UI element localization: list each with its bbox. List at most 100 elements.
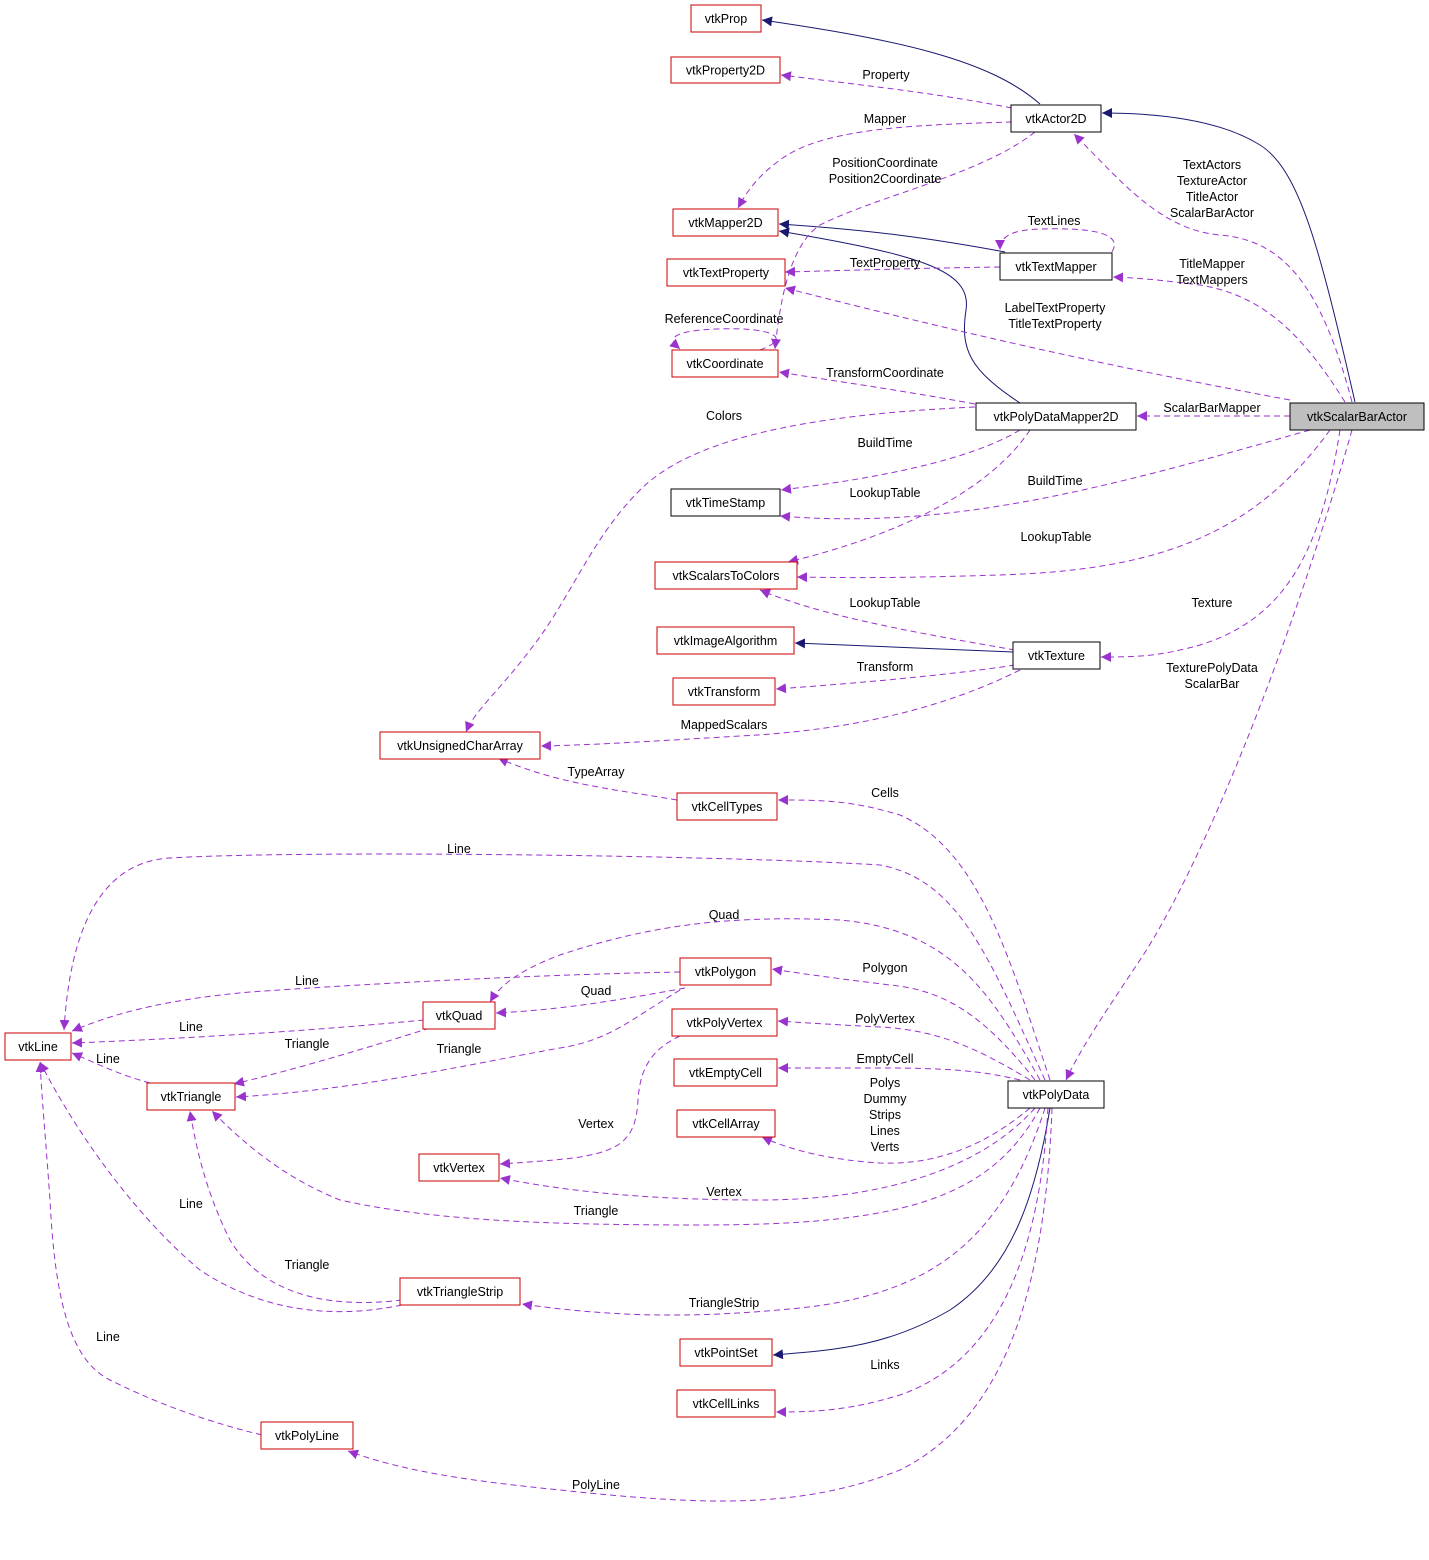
edge-label-line: Vertex	[578, 1117, 614, 1131]
node-label: vtkPolyDataMapper2D	[993, 410, 1118, 424]
edges-layer	[35, 16, 1356, 1502]
node-label: vtkPolyData	[1023, 1088, 1090, 1102]
node-label: vtkVertex	[433, 1161, 485, 1175]
edge-texture-transform	[775, 664, 1016, 694]
node-box	[422, 1001, 496, 1030]
node-vtk-poly-vertex[interactable]: vtkPolyVertex	[671, 1008, 778, 1037]
node-label: vtkScalarBarActor	[1307, 410, 1407, 424]
node-label: vtkImageAlgorithm	[674, 634, 778, 648]
edge-polydata-cells	[777, 795, 1051, 1081]
nodes-layer: vtkProp vtkProperty2D vtkActor2D vtkMapper2…	[4, 4, 1425, 1450]
edge-label-line: TypeArray	[568, 765, 626, 779]
edge-label-line: Mapper	[864, 112, 906, 126]
node-box	[670, 56, 781, 84]
edge-label-line: ReferenceCoordinate	[665, 312, 784, 326]
node-label: vtkUnsignedCharArray	[397, 739, 523, 753]
node-label: vtkQuad	[436, 1009, 483, 1023]
edge-polydata-vertex	[499, 1107, 1036, 1201]
edge-label-line: Triangle	[437, 1042, 482, 1056]
edge-label-line: Vertex	[706, 1185, 742, 1199]
node-vtk-image-algorithm[interactable]: vtkImageAlgorithm	[656, 626, 795, 655]
node-vtk-polygon[interactable]: vtkPolygon	[679, 957, 772, 986]
edge-label-build-time-1: BuildTime	[857, 436, 912, 450]
node-vtk-scalar-bar-actor: vtkScalarBarActor	[1289, 402, 1425, 431]
node-vtk-poly-line[interactable]: vtkPolyLine	[260, 1421, 354, 1450]
edge-label-line: Strips	[869, 1108, 901, 1122]
node-label: vtkProp	[705, 12, 747, 26]
node-vtk-triangle-strip[interactable]: vtkTriangleStrip	[399, 1277, 521, 1306]
edge-label-line: Quad	[581, 984, 612, 998]
edge-label-line: Verts	[871, 1140, 900, 1154]
node-vtk-coordinate[interactable]: vtkCoordinate	[671, 349, 779, 378]
edge-label-mapped-scalars: MappedScalars	[681, 718, 768, 732]
edge-label-line: Triangle	[574, 1204, 619, 1218]
edge-label-line-polyline: Line	[96, 1330, 120, 1344]
edge-texture-inherits-imagealgorithm	[794, 638, 1014, 653]
node-vtk-point-set[interactable]: vtkPointSet	[679, 1338, 773, 1367]
edge-texture-lookuptable	[759, 589, 1016, 651]
node-label: vtkTransform	[688, 685, 760, 699]
node-vtk-empty-cell[interactable]: vtkEmptyCell	[673, 1058, 778, 1087]
node-vtk-cell-types[interactable]: vtkCellTypes	[676, 792, 778, 821]
edge-label-line: Line	[447, 842, 471, 856]
edge-label-line: Line	[96, 1330, 120, 1344]
node-vtk-property2-d[interactable]: vtkProperty2D	[670, 56, 781, 84]
edge-polydata-polyvertex	[777, 1016, 1031, 1081]
node-vtk-vertex[interactable]: vtkVertex	[418, 1153, 500, 1182]
edge-polydata-line-top	[59, 853, 1046, 1081]
node-label: vtkProperty2D	[686, 64, 765, 78]
node-vtk-quad[interactable]: vtkQuad	[422, 1001, 496, 1030]
node-vtk-line[interactable]: vtkLine	[4, 1032, 72, 1061]
node-box	[260, 1421, 354, 1450]
node-vtk-triangle[interactable]: vtkTriangle	[146, 1082, 236, 1111]
node-vtk-mapper2-d[interactable]: vtkMapper2D	[672, 208, 779, 237]
node-vtk-actor2-d[interactable]: vtkActor2D	[1010, 104, 1102, 133]
edge-label-line: Quad	[709, 908, 740, 922]
node-box	[975, 402, 1137, 431]
edge-textmapper-textproperty	[784, 266, 1001, 277]
edge-label-line-triangle: Line	[96, 1052, 120, 1066]
node-vtk-scalars-to-colors[interactable]: vtkScalarsToColors	[654, 561, 798, 590]
node-vtk-time-stamp[interactable]: vtkTimeStamp	[670, 488, 781, 517]
edge-label-polygon: Polygon	[862, 961, 907, 975]
node-label: vtkPointSet	[694, 1346, 758, 1360]
node-vtk-cell-links[interactable]: vtkCellLinks	[676, 1389, 776, 1418]
edge-label-line: Position2Coordinate	[829, 172, 942, 186]
node-vtk-poly-data-mapper2-d[interactable]: vtkPolyDataMapper2D	[975, 402, 1137, 431]
node-label: vtkTextMapper	[1015, 260, 1096, 274]
node-box	[676, 792, 778, 821]
edge-label-triangle-polydata: Triangle	[574, 1204, 619, 1218]
edge-label-line: Cells	[871, 786, 899, 800]
edge-label-line: TextLines	[1028, 214, 1081, 228]
node-box	[999, 252, 1113, 281]
node-vtk-poly-data[interactable]: vtkPolyData	[1007, 1080, 1105, 1109]
edge-actor2d-mapper	[737, 121, 1013, 209]
edge-polydatamapper2d-lookuptable	[787, 429, 1031, 565]
node-vtk-texture[interactable]: vtkTexture	[1012, 641, 1101, 670]
edge-label-line: Line	[179, 1020, 203, 1034]
node-box	[666, 258, 786, 287]
edge-polydatamapper2d-inherits-mapper2d	[778, 227, 1021, 404]
edge-label-line: Triangle	[285, 1258, 330, 1272]
node-vtk-transform[interactable]: vtkTransform	[672, 677, 776, 706]
node-vtk-prop[interactable]: vtkProp	[690, 4, 762, 33]
edge-label-triangle-quad: Triangle	[285, 1037, 330, 1051]
edge-label-texture: Texture	[1192, 596, 1233, 610]
node-box	[679, 1338, 773, 1367]
node-label: vtkScalarsToColors	[673, 569, 780, 583]
edge-label-line: PolyVertex	[855, 1012, 916, 1026]
node-box	[690, 4, 762, 33]
edge-label-line: TextMappers	[1176, 273, 1248, 287]
edge-label-quad-polygon: Quad	[581, 984, 612, 998]
node-box	[1007, 1080, 1105, 1109]
node-vtk-unsigned-char-array[interactable]: vtkUnsignedCharArray	[379, 731, 541, 760]
node-label: vtkPolyVertex	[687, 1016, 763, 1030]
node-vtk-cell-array[interactable]: vtkCellArray	[676, 1109, 776, 1138]
node-vtk-text-property[interactable]: vtkTextProperty	[666, 258, 786, 287]
edge-label-line: Property	[862, 68, 910, 82]
node-vtk-text-mapper[interactable]: vtkTextMapper	[999, 252, 1113, 281]
edge-label-line: Triangle	[285, 1037, 330, 1051]
edge-actor2d-inherits-prop	[761, 16, 1041, 105]
